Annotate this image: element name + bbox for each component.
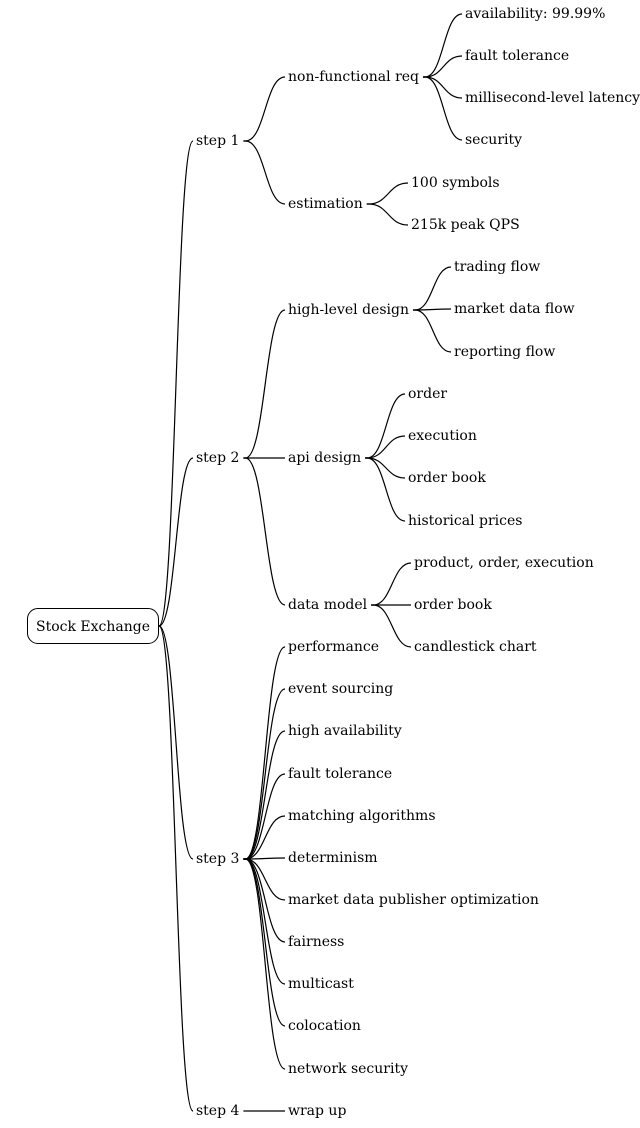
- latency-node: millisecond-level latency: [465, 90, 640, 106]
- connector-api-design-node-to-api-order-book-node: [365, 457, 406, 479]
- publisher-optimization-node: market data publisher optimization: [288, 892, 539, 908]
- high-availability-node: high availability: [288, 723, 402, 739]
- root-node: Stock Exchange: [27, 608, 160, 644]
- connector-step-2-node-to-data-model-node: [243, 457, 286, 606]
- connector-high-level-design-node-to-trading-flow-node: [412, 266, 452, 311]
- candlestick-chart-node: candlestick chart: [414, 639, 537, 655]
- api-order-node: order: [408, 386, 448, 402]
- api-design-node: api design: [288, 450, 362, 466]
- security-node: security: [465, 132, 523, 148]
- connector-root-node-to-step-2-node: [158, 457, 194, 627]
- market-data-flow-node: market data flow: [454, 301, 575, 317]
- api-order-book-node: order book: [408, 470, 486, 486]
- connector-non-functional-req-node-to-security-node: [423, 76, 463, 141]
- fault-tolerance-req-node: fault tolerance: [465, 48, 570, 64]
- step-1-node: step 1: [196, 133, 240, 149]
- colocation-node: colocation: [288, 1018, 361, 1034]
- fairness-node: fairness: [288, 934, 345, 950]
- performance-node: performance: [288, 639, 380, 655]
- symbols-node: 100 symbols: [411, 175, 500, 191]
- reporting-flow-node: reporting flow: [454, 344, 556, 360]
- connector-step-3-node-to-colocation-node: [243, 858, 286, 1027]
- connector-root-node-to-step-3-node: [158, 625, 194, 860]
- connector-step-3-node-to-network-security-node: [243, 858, 286, 1070]
- data-model-node: data model: [288, 597, 368, 613]
- connector-step-1-node-to-estimation-node: [243, 140, 286, 205]
- connector-api-design-node-to-historical-prices-node: [365, 457, 406, 522]
- connector-estimation-node-to-peak-qps-node: [366, 203, 409, 226]
- historical-prices-node: historical prices: [408, 513, 523, 529]
- step-2-node: step 2: [196, 450, 240, 466]
- trading-flow-node: trading flow: [454, 259, 541, 275]
- connector-root-node-to-step-4-node: [158, 625, 194, 1112]
- multicast-node: multicast: [288, 976, 354, 992]
- wrap-up-node: wrap up: [288, 1103, 347, 1119]
- estimation-node: estimation: [288, 196, 363, 212]
- connector-non-functional-req-node-to-latency-node: [423, 76, 463, 99]
- connector-step-1-node-to-non-functional-req-node: [243, 76, 286, 142]
- step-3-node: step 3: [196, 851, 240, 867]
- connector-step-2-node-to-high-level-design-node: [243, 309, 286, 459]
- connector-estimation-node-to-symbols-node: [366, 182, 409, 205]
- availability-node: availability: 99.99%: [465, 6, 606, 22]
- model-order-book-node: order book: [414, 597, 492, 613]
- event-sourcing-node: event sourcing: [288, 681, 394, 697]
- peak-qps-node: 215k peak QPS: [411, 217, 520, 233]
- connector-step-3-node-to-performance-node: [243, 646, 286, 860]
- non-functional-req-node: non-functional req: [288, 69, 420, 85]
- connector-data-model-node-to-candlestick-chart-node: [371, 604, 412, 648]
- api-execution-node: execution: [408, 428, 477, 444]
- product-order-execution-node: product, order, execution: [414, 555, 594, 571]
- fault-tolerance-node: fault tolerance: [288, 766, 393, 782]
- matching-algorithms-node: matching algorithms: [288, 808, 436, 824]
- connector-api-design-node-to-api-execution-node: [365, 435, 406, 459]
- step-4-node: step 4: [196, 1103, 240, 1119]
- connector-step-3-node-to-publisher-optimization-node: [243, 858, 286, 901]
- connector-root-node-to-step-1-node: [158, 140, 194, 627]
- high-level-design-node: high-level design: [288, 302, 409, 318]
- determinism-node: determinism: [288, 850, 378, 866]
- connector-non-functional-req-node-to-fault-tolerance-req-node: [423, 55, 463, 78]
- connector-high-level-design-node-to-reporting-flow-node: [412, 309, 452, 353]
- network-security-node: network security: [288, 1061, 408, 1077]
- connector-step-3-node-to-high-availability-node: [243, 730, 286, 860]
- connector-step-3-node-to-fault-tolerance-node: [243, 773, 286, 860]
- connector-step-3-node-to-event-sourcing-node: [243, 688, 286, 860]
- connector-data-model-node-to-product-order-execution-node: [371, 562, 412, 606]
